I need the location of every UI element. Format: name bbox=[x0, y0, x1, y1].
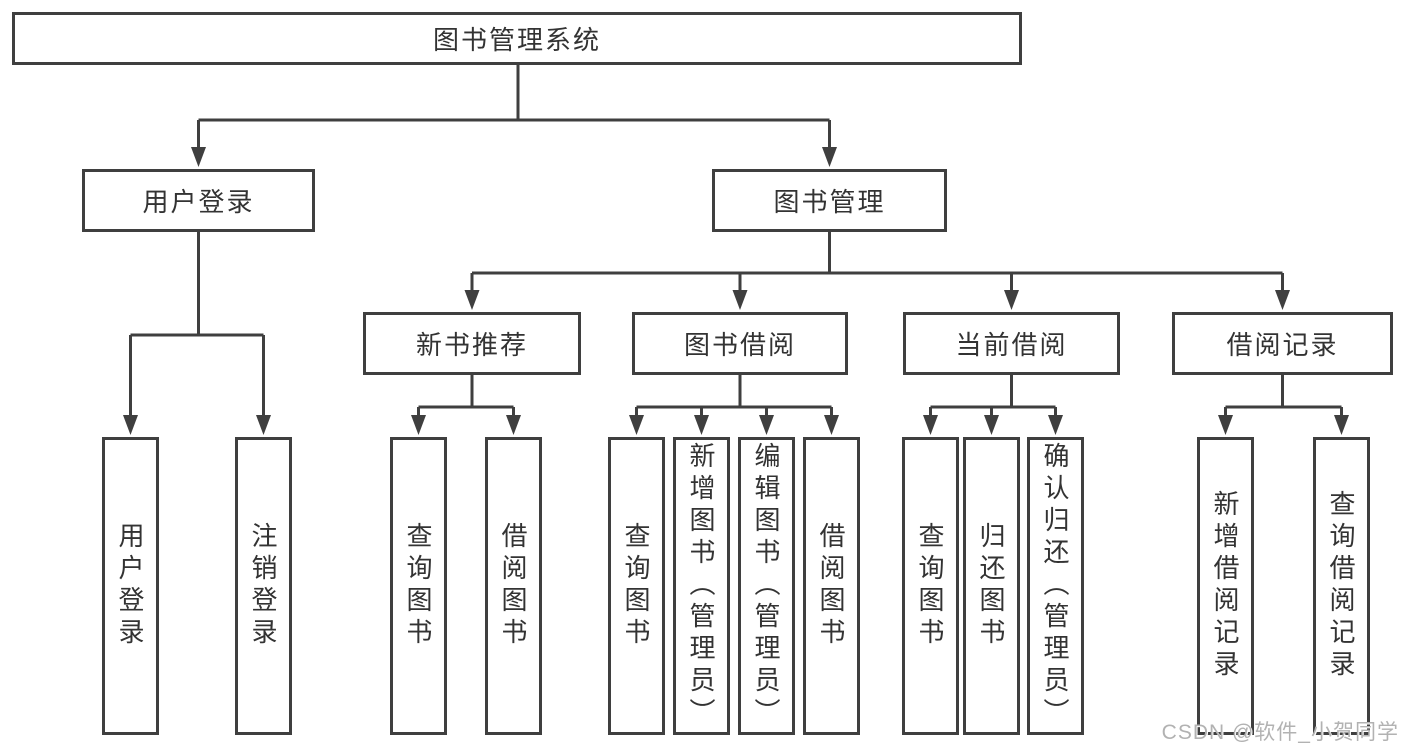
node-current-borrow: 当前借阅 bbox=[903, 312, 1120, 375]
leaf-add-books-admin: 新增图书（管理员） bbox=[673, 437, 730, 735]
node-new-book-recommend: 新书推荐 bbox=[363, 312, 581, 375]
csdn-watermark: CSDN @软件_小贺同学 bbox=[1161, 721, 1399, 744]
leaf-add-borrow-record: 新增借阅记录 bbox=[1197, 437, 1254, 735]
leaf-query-books-current: 查询图书 bbox=[902, 437, 959, 735]
leaf-confirm-return-admin: 确认归还（管理员） bbox=[1027, 437, 1084, 735]
arrowheads bbox=[123, 147, 1349, 435]
leaf-borrow-books-recommend: 借阅图书 bbox=[485, 437, 542, 735]
leaf-logout-login: 注销登录 bbox=[235, 437, 292, 735]
leaf-borrow-books: 借阅图书 bbox=[803, 437, 860, 735]
node-book-borrow: 图书借阅 bbox=[632, 312, 848, 375]
leaf-query-books-borrow: 查询图书 bbox=[608, 437, 665, 735]
leaf-query-borrow-record: 查询借阅记录 bbox=[1313, 437, 1370, 735]
node-book-management: 图书管理 bbox=[712, 169, 947, 232]
node-borrow-records: 借阅记录 bbox=[1172, 312, 1393, 375]
leaf-return-books: 归还图书 bbox=[963, 437, 1020, 735]
leaf-edit-books-admin: 编辑图书（管理员） bbox=[738, 437, 795, 735]
node-root-system: 图书管理系统 bbox=[12, 12, 1022, 65]
leaf-user-login: 用户登录 bbox=[102, 437, 159, 735]
leaf-query-books-recommend: 查询图书 bbox=[390, 437, 447, 735]
tree-edge-lines bbox=[129, 65, 1343, 418]
node-user-login: 用户登录 bbox=[82, 169, 315, 232]
